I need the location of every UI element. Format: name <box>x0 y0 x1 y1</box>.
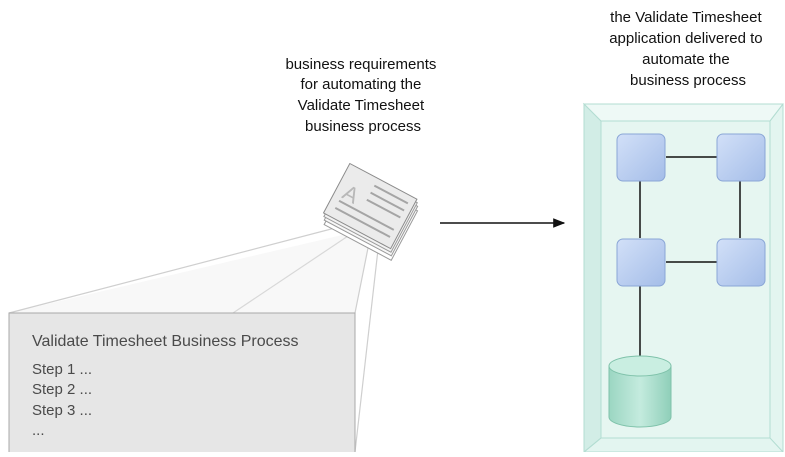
right-caption-line: the Validate Timesheet <box>610 9 762 26</box>
process-step: Step 2 ... <box>32 381 92 398</box>
process-step: Step 1 ... <box>32 361 92 378</box>
database-cylinder-icon <box>608 355 672 428</box>
process-box-title: Validate Timesheet Business Process <box>32 333 299 350</box>
right-caption-line: business process <box>630 72 746 89</box>
left-caption-line: Validate Timesheet <box>298 97 425 114</box>
right-caption: the Validate Timesheet application deliv… <box>609 9 767 89</box>
projection-line-far <box>354 231 381 453</box>
component-block-icon <box>716 238 766 287</box>
left-caption-line: business process <box>305 118 421 135</box>
right-caption-line: automate the <box>642 51 730 68</box>
component-block-icon <box>616 133 666 182</box>
left-caption-line: business requirements <box>285 56 436 73</box>
process-box: Validate Timesheet Business Process Step… <box>8 312 356 457</box>
component-connectors <box>639 156 741 356</box>
process-step: ... <box>32 422 45 439</box>
projection-lines <box>8 221 381 453</box>
right-caption-line: application delivered to <box>609 30 762 47</box>
process-box-panel <box>8 312 356 457</box>
component-block-icon <box>616 238 666 287</box>
left-caption-line: for automating the <box>300 76 421 93</box>
component-block-icon <box>716 133 766 182</box>
projection-line-left <box>8 221 359 314</box>
left-caption: business requirements for automating the… <box>285 56 440 135</box>
document-stack-icon: A <box>322 162 419 261</box>
process-step: Step 3 ... <box>32 402 92 419</box>
projection-fan <box>9 228 372 313</box>
projection-line-mid <box>232 227 361 314</box>
